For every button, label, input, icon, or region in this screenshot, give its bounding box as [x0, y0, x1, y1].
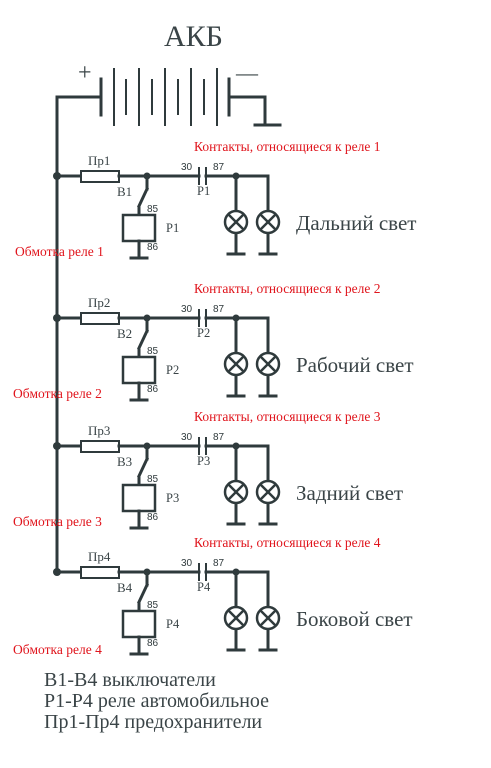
relay-contacts-label: Р3 — [197, 454, 210, 468]
switch — [137, 187, 149, 208]
fuse-label: Пр4 — [88, 549, 111, 564]
relay-label: Р1 — [166, 221, 179, 235]
lamp-icon — [255, 605, 281, 631]
pin-30: 30 — [181, 162, 193, 173]
pin-87: 87 — [213, 558, 225, 569]
relay-coil — [121, 213, 157, 243]
lamp-icon — [223, 209, 249, 235]
pin-30: 30 — [181, 304, 193, 315]
lamp-icon — [223, 351, 249, 377]
coil-annotation: Обмотка реле 4 — [13, 642, 102, 657]
battery: АКБ + — — [55, 20, 282, 127]
pin-86: 86 — [147, 242, 159, 253]
fuse-label: Пр1 — [88, 153, 110, 168]
contacts-annotation: Контакты, относящиеся к реле 3 — [194, 409, 381, 424]
switch-label: В2 — [117, 326, 132, 341]
legend: В1-В4 выключатели Р1-Р4 реле автомобильн… — [44, 670, 269, 733]
switch — [137, 583, 149, 604]
relay-contacts-label: Р1 — [197, 184, 210, 198]
lamp-icon — [255, 479, 281, 505]
fuse — [80, 566, 120, 579]
relay-coil — [121, 355, 157, 385]
pin-86: 86 — [147, 638, 159, 649]
load-label: Рабочий свет — [296, 353, 414, 377]
relay-coil — [121, 483, 157, 513]
pin-85: 85 — [147, 346, 159, 357]
coil-annotation: Обмотка реле 1 — [15, 244, 104, 259]
legend-fuses: Пр1-Пр4 предохранители — [44, 711, 263, 733]
pin-30: 30 — [181, 432, 193, 443]
contacts-annotation: Контакты, относящиеся к реле 1 — [194, 139, 381, 154]
battery-plus-sign: + — [78, 60, 92, 86]
relay-label: Р3 — [166, 491, 179, 505]
load-label: Боковой свет — [296, 607, 413, 631]
pin-30: 30 — [181, 558, 193, 569]
legend-relays: Р1-Р4 реле автомобильное — [44, 690, 270, 712]
load-label: Задний свет — [296, 481, 403, 505]
pin-87: 87 — [213, 162, 225, 173]
pin-85: 85 — [147, 204, 159, 215]
relay-label: Р4 — [166, 617, 180, 631]
fuse — [80, 440, 120, 453]
coil-annotation: Обмотка реле 3 — [13, 514, 102, 529]
fuse — [80, 170, 120, 183]
switch-label: В1 — [117, 184, 132, 199]
pin-86: 86 — [147, 384, 159, 395]
battery-label: АКБ — [164, 20, 223, 53]
switch-label: В4 — [117, 580, 133, 595]
pin-85: 85 — [147, 600, 159, 611]
pin-87: 87 — [213, 304, 225, 315]
switch-label: В3 — [117, 454, 132, 469]
battery-minus-sign: — — [235, 60, 259, 85]
pin-85: 85 — [147, 474, 159, 485]
legend-switches: В1-В4 выключатели — [44, 669, 216, 691]
pin-86: 86 — [147, 512, 159, 523]
lamp-icon — [255, 351, 281, 377]
fuse — [80, 312, 120, 325]
relay-coil — [121, 609, 157, 639]
lamp-icon — [255, 209, 281, 235]
switch — [137, 457, 149, 478]
load-label: Дальний свет — [296, 211, 416, 235]
contacts-annotation: Контакты, относящиеся к реле 2 — [194, 281, 381, 296]
pin-87: 87 — [213, 432, 225, 443]
relay-contacts-label: Р4 — [197, 580, 211, 594]
relay-contacts-label: Р2 — [197, 326, 210, 340]
lamp-icon — [223, 479, 249, 505]
relay-label: Р2 — [166, 363, 179, 377]
lamp-icon — [223, 605, 249, 631]
coil-annotation: Обмотка реле 2 — [13, 386, 102, 401]
switch — [137, 329, 149, 350]
fuse-label: Пр3 — [88, 423, 110, 438]
fuse-label: Пр2 — [88, 295, 110, 310]
contacts-annotation: Контакты, относящиеся к реле 4 — [194, 535, 381, 550]
